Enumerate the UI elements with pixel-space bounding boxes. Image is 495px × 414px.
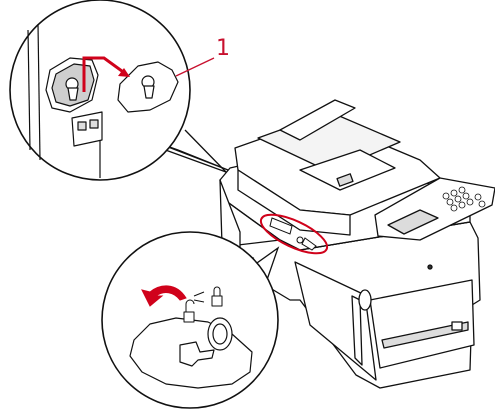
- callout-1: 1: [175, 36, 230, 77]
- front-door: [351, 295, 363, 366]
- callout-1-leader: [175, 57, 215, 77]
- printer: [219, 99, 495, 389]
- detail-circle-top: [9, 0, 229, 181]
- lock-icon: [211, 286, 223, 307]
- adf-handle: [336, 173, 354, 187]
- detail-circle-bottom: [101, 231, 280, 409]
- removal-arrow-head: [118, 68, 130, 77]
- brand-mark: [427, 264, 433, 270]
- tray-latch: [451, 321, 463, 331]
- unlock-icon: [183, 299, 195, 323]
- mount-bracket: [71, 111, 103, 147]
- lock-on-printer: [269, 217, 317, 251]
- lock-location-highlight: [259, 213, 329, 255]
- removal-arrow: [82, 56, 127, 92]
- rotate-arrow: [141, 285, 187, 307]
- bottom-detail-contents: [129, 286, 253, 389]
- adf-output-tray: [299, 149, 396, 191]
- keypad: [442, 186, 486, 212]
- touch-screen: [387, 209, 439, 235]
- door-handle: [358, 289, 372, 311]
- adf-front: [237, 169, 351, 236]
- adf-feeder: [279, 99, 356, 141]
- callout-1-label: 1: [216, 36, 230, 61]
- paper-tray-slot: [381, 321, 469, 349]
